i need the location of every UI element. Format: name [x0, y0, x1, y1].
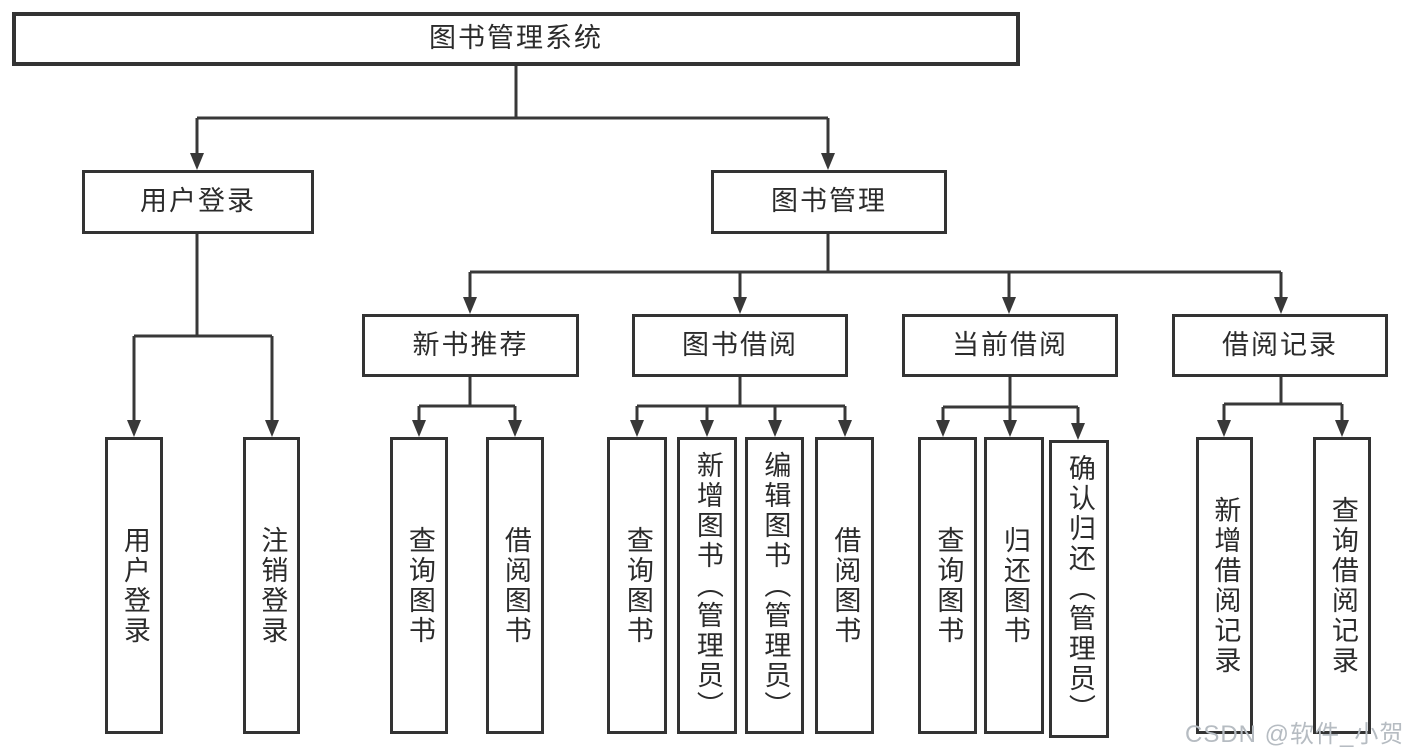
arrowhead [768, 420, 782, 437]
node-label: 图书管理 [771, 186, 887, 217]
connector-user-login-children [127, 234, 279, 437]
leaf-current-search-book: 查询图书 [918, 437, 977, 734]
leaf-records-search-record: 查询借阅记录 [1313, 437, 1371, 734]
node-label: 查询图书 [622, 525, 653, 646]
leaf-logout: 注销登录 [243, 437, 300, 734]
node-label: 新书推荐 [412, 329, 529, 360]
arrowhead [1002, 297, 1016, 314]
node-label: 图书借阅 [682, 329, 798, 360]
arrowhead [936, 420, 950, 437]
arrowhead [630, 420, 644, 437]
arrowhead [1003, 420, 1017, 437]
connector-book-management-children [463, 234, 1288, 314]
csdn-watermark: CSDN @软件_小贺同学 [1185, 721, 1405, 747]
node-label: 图书管理系统 [429, 23, 603, 54]
connector-current-borrow-children [936, 377, 1085, 440]
leaf-borrow-search-book: 查询图书 [607, 437, 667, 734]
node-label: 确认归还（管理员） [1064, 454, 1095, 724]
arrowhead [1274, 297, 1288, 314]
node-library-management-system: 图书管理系统 [12, 12, 1020, 66]
node-label: 借阅图书 [830, 525, 861, 646]
arrowhead [1071, 423, 1085, 440]
node-book-borrow: 图书借阅 [632, 314, 848, 377]
arrowhead [1217, 420, 1231, 437]
node-borrow-records: 借阅记录 [1172, 314, 1388, 377]
node-book-management: 图书管理 [711, 170, 947, 234]
arrowhead [700, 420, 714, 437]
node-label: 查询借阅记录 [1327, 495, 1358, 676]
arrowhead [733, 297, 747, 314]
leaf-borrow-add-book-admin: 新增图书（管理员） [677, 437, 737, 734]
node-label: 查询图书 [933, 525, 964, 646]
node-label: 注销登录 [257, 525, 288, 646]
node-label: 查询图书 [404, 525, 435, 646]
node-label: 借阅图书 [500, 525, 531, 646]
node-current-borrow: 当前借阅 [902, 314, 1118, 377]
connector-new-book-children [412, 377, 522, 437]
leaf-current-confirm-return-admin: 确认归还（管理员） [1049, 440, 1109, 738]
node-new-book-recommend: 新书推荐 [362, 314, 579, 377]
arrowhead [412, 420, 426, 437]
arrowhead [190, 153, 204, 170]
node-label: 归还图书 [999, 525, 1030, 646]
leaf-recommend-borrow-book: 借阅图书 [486, 437, 544, 734]
arrowhead [127, 420, 141, 437]
arrowhead [265, 420, 279, 437]
node-user-login: 用户登录 [82, 170, 314, 234]
node-label: 编辑图书（管理员） [760, 450, 791, 721]
leaf-borrow-borrow-book: 借阅图书 [815, 437, 874, 734]
node-label: 用户登录 [119, 525, 150, 646]
arrowhead [821, 153, 835, 170]
arrowhead [508, 420, 522, 437]
connector-root-to-level2 [190, 66, 835, 170]
connector-book-borrow-children [630, 377, 852, 437]
node-label: 当前借阅 [952, 329, 1068, 360]
leaf-records-add-record: 新增借阅记录 [1196, 437, 1253, 734]
node-label: 新增借阅记录 [1210, 495, 1241, 676]
leaf-borrow-edit-book-admin: 编辑图书（管理员） [745, 437, 804, 734]
leaf-user-login: 用户登录 [105, 437, 163, 734]
node-label: 新增图书（管理员） [692, 450, 723, 721]
arrowhead [463, 297, 477, 314]
leaf-current-return-book: 归还图书 [984, 437, 1044, 734]
arrowhead [838, 420, 852, 437]
node-label: 用户登录 [140, 186, 256, 217]
arrowhead [1335, 420, 1349, 437]
node-label: 借阅记录 [1222, 329, 1338, 360]
leaf-recommend-search-book: 查询图书 [390, 437, 448, 734]
connector-borrow-records-children [1217, 377, 1349, 437]
